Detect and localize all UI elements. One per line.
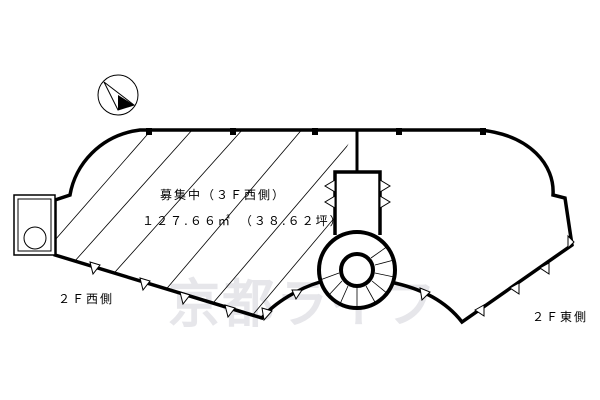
building-outline xyxy=(53,128,574,325)
stair-treads xyxy=(319,245,395,308)
north-arrow-icon xyxy=(97,74,139,116)
label-2f-west: ２Ｆ西側 xyxy=(58,292,115,306)
unit-area: １２７.６６㎡ （３８.６２坪） xyxy=(142,214,344,228)
west-stair-box xyxy=(13,194,56,256)
door-markers xyxy=(89,179,575,322)
label-2f-east: ２Ｆ東側 xyxy=(532,310,589,324)
windows xyxy=(146,128,486,135)
unit-title: 募集中（３Ｆ西側） xyxy=(160,188,287,202)
